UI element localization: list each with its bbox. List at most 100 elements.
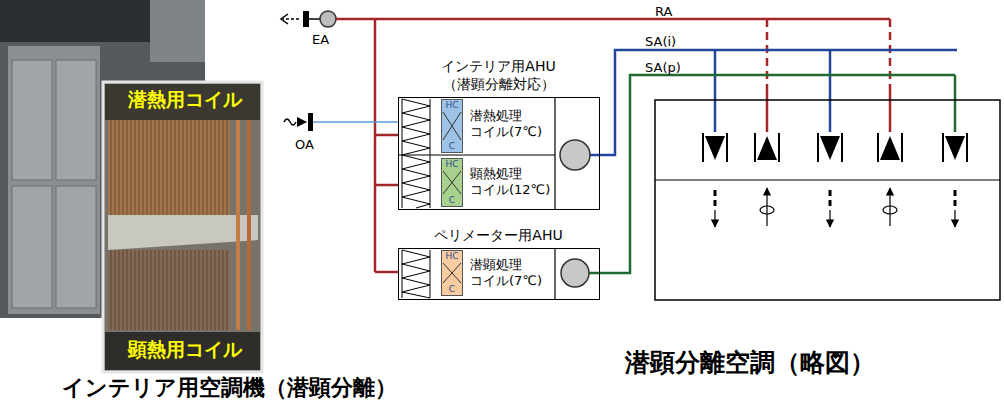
ahu-photo xyxy=(247,120,251,330)
text-slot: 顕熱用コイル xyxy=(128,338,242,362)
supply-duct-interior xyxy=(829,50,832,132)
coil-label: 潜顕処理 コイル(7℃) xyxy=(470,257,560,290)
coil-cross xyxy=(443,263,461,283)
supply-duct-perimeter xyxy=(589,75,955,273)
return-duct xyxy=(889,90,892,132)
coil-mark: HC xyxy=(445,100,458,111)
supply-airflow-arrow xyxy=(954,190,957,196)
flow-label: EA xyxy=(312,32,329,47)
ahu-photo xyxy=(12,60,52,180)
heading-slot: ペリメーター用AHU xyxy=(414,227,584,245)
ahu-photo xyxy=(0,0,262,372)
coil-cross xyxy=(443,171,461,194)
supply-diffuser xyxy=(703,133,967,162)
ahu-divider xyxy=(554,97,555,210)
ahu-photo xyxy=(12,186,52,308)
supply-diffuser xyxy=(942,133,944,162)
duct-label: SA(i) xyxy=(645,34,676,49)
supply-airflow-arrow xyxy=(714,210,715,227)
supply-diffuser xyxy=(966,133,968,162)
supply-fan xyxy=(560,140,590,287)
supply-duct-perimeter xyxy=(589,75,955,273)
supply-diffuser xyxy=(705,136,725,160)
ahu-heading: インテリア用AHU （潜顕分離対応） xyxy=(424,58,574,93)
photo-label: 顕熱用コイル xyxy=(128,338,242,360)
ahu-heading: ペリメーター用AHU xyxy=(414,227,584,245)
return-duct xyxy=(375,134,398,137)
ahu-photo xyxy=(8,46,100,314)
supply-diffuser xyxy=(817,133,819,162)
text-slot: インテリア用空調機（潜顕分離） xyxy=(62,375,397,400)
room-outline xyxy=(655,180,1000,181)
supply-airflow-arrow xyxy=(829,200,832,206)
outdoor-air-intake xyxy=(308,113,313,131)
ahu-photo xyxy=(105,332,260,370)
text-slot: SA(p) xyxy=(645,57,681,76)
return-airflow-arrow xyxy=(766,188,767,226)
ahu-divider xyxy=(554,248,555,300)
return-airflow-arrow xyxy=(889,188,890,226)
outdoor-air-intake xyxy=(297,121,306,123)
return-duct xyxy=(336,18,890,21)
ahu-divider xyxy=(398,154,555,155)
ahu-photo xyxy=(236,120,240,330)
return-grille xyxy=(901,133,903,162)
return-duct xyxy=(766,90,769,132)
return-grille xyxy=(754,133,756,162)
exhaust-fan xyxy=(283,18,299,20)
return-grille xyxy=(755,133,902,162)
supply-duct-perimeter xyxy=(954,75,957,132)
return-grille xyxy=(778,133,780,162)
coil-box: HCC xyxy=(441,250,463,296)
text-slot: EA xyxy=(312,29,329,48)
ahu-box: HCCHCCインテリア用AHU （潜顕分離対応） xyxy=(398,97,600,210)
return-duct xyxy=(375,184,398,187)
filter xyxy=(402,250,430,298)
supply-airflow-arrow xyxy=(954,200,957,206)
text-slot: 顕熱処理 コイル(12℃) xyxy=(470,166,560,199)
coil-label: 顕熱処理 コイル(12℃) xyxy=(470,166,560,199)
supply-airflow-arrow xyxy=(715,190,955,227)
coil-cross xyxy=(443,112,461,140)
supply-fan xyxy=(560,140,590,170)
filter xyxy=(402,99,430,298)
return-grille xyxy=(880,136,900,160)
return-duct xyxy=(374,19,377,272)
diagram-title: 潜顕分離空調（略図） xyxy=(625,348,875,377)
return-airflow-arrow xyxy=(760,206,774,214)
supply-duct-interior xyxy=(714,50,717,132)
return-airflow-arrow xyxy=(883,206,897,214)
outdoor-air-intake xyxy=(284,113,398,131)
coil-label: 潜熱処理 コイル(7℃) xyxy=(470,108,560,141)
return-grille xyxy=(877,133,879,162)
exhaust-fan xyxy=(281,11,336,27)
ahu-photo xyxy=(56,60,96,180)
text-slot: 潜顕分離空調（略図） xyxy=(625,349,875,378)
supply-diffuser xyxy=(820,136,840,160)
exhaust-fan xyxy=(320,11,336,27)
text-slot: RA xyxy=(655,1,672,20)
coil-mark: C xyxy=(449,141,455,152)
text-slot: SA(i) xyxy=(645,31,676,50)
coil-cross xyxy=(443,263,461,283)
coil-box: HC C xyxy=(441,99,463,153)
duct-label: SA(p) xyxy=(645,60,681,75)
text-slot: OA xyxy=(295,134,314,153)
filter xyxy=(402,99,403,208)
text-slot: 潜熱用コイル xyxy=(128,88,242,112)
ahu-photo xyxy=(108,250,230,330)
supply-airflow-arrow xyxy=(954,210,955,227)
exhaust-fan xyxy=(303,11,309,27)
supply-airflow-arrow xyxy=(829,190,832,196)
coil-mark: C xyxy=(449,195,455,206)
exhaust-fan xyxy=(281,14,288,24)
return-duct xyxy=(336,19,890,272)
ahu-photo xyxy=(108,120,230,215)
return-airflow-arrow xyxy=(760,188,897,226)
filter xyxy=(430,99,431,208)
filter xyxy=(402,99,430,208)
room-outline xyxy=(655,100,1000,300)
supply-diffuser xyxy=(726,133,728,162)
heading-slot: インテリア用AHU （潜顕分離対応） xyxy=(424,58,574,93)
